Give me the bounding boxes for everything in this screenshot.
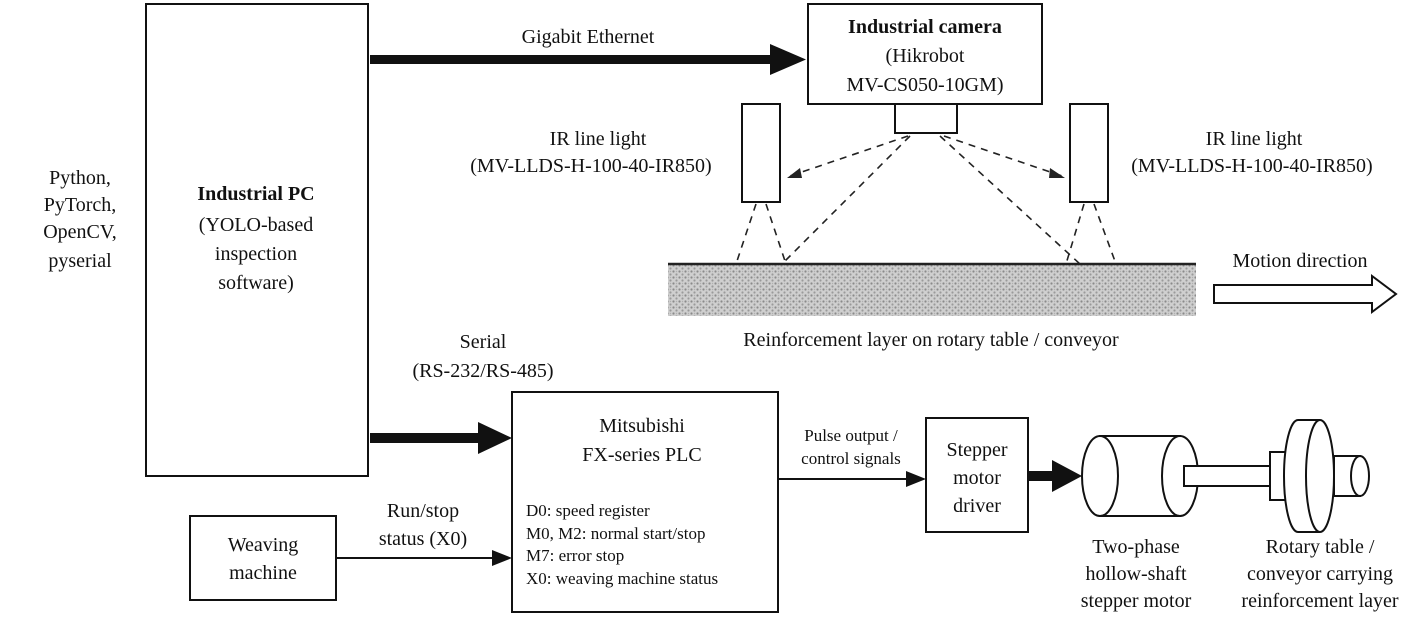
reinforcement-layer (668, 264, 1196, 316)
stack-line: OpenCV, (43, 221, 117, 243)
stack-line: pyserial (48, 250, 112, 272)
plc-register: M0, M2: normal start/stop (526, 524, 705, 543)
weaving-machine-line: Weaving (228, 534, 299, 556)
motor-label-line: stepper motor (1081, 590, 1192, 612)
ir-light-right-title: IR line light (1206, 128, 1303, 150)
run-stop-label-line1: Run/stop (387, 500, 459, 522)
run-stop-label-line2: status (X0) (379, 528, 467, 550)
software-stack-label: Python, PyTorch, OpenCV, pyserial (43, 167, 117, 272)
industrial-pc-line: software) (218, 272, 294, 294)
industrial-pc-title: Industrial PC (197, 183, 314, 205)
camera-lens (894, 103, 958, 134)
motion-direction-arrow (1213, 274, 1398, 314)
stepper-driver-line: driver (953, 495, 1001, 517)
rotary-label-line: Rotary table / (1266, 536, 1375, 558)
light-beams (735, 203, 1117, 265)
stepper-driver-line: motor (953, 467, 1001, 489)
stepper-driver-line: Stepper (946, 439, 1007, 461)
weaving-machine-box (189, 515, 337, 601)
plc-register: D0: speed register (526, 501, 650, 520)
rotary-label-line: conveyor carrying (1247, 563, 1393, 585)
stepper-driver-box (925, 417, 1029, 533)
serial-label-line1: Serial (460, 331, 507, 353)
camera-line: (Hikrobot (886, 45, 965, 67)
plc-register: X0: weaving machine status (526, 569, 718, 588)
serial-label-line2: (RS-232/RS-485) (412, 360, 553, 382)
driver-to-motor-arrow (1028, 460, 1082, 492)
industrial-pc-box (145, 3, 369, 477)
ir-light-right-model: (MV-LLDS-H-100-40-IR850) (1131, 155, 1372, 177)
ir-light-left-body (741, 103, 781, 203)
ir-light-left-model: (MV-LLDS-H-100-40-IR850) (470, 155, 711, 177)
pulse-arrow (778, 471, 926, 487)
ir-light-left-title: IR line light (550, 128, 647, 150)
weaving-machine-line: machine (229, 562, 297, 584)
camera-to-light-rays (787, 135, 1065, 178)
camera-title: Industrial camera (848, 16, 1002, 38)
reinforcement-label: Reinforcement layer on rotary table / co… (743, 329, 1119, 351)
gigabit-ethernet-label: Gigabit Ethernet (522, 26, 655, 48)
camera-line: MV-CS050-10GM) (846, 74, 1003, 96)
plc-register: M7: error stop (526, 546, 624, 565)
camera-field-of-view (781, 135, 1081, 265)
serial-arrow (370, 422, 512, 454)
plc-title-line2: FX-series PLC (582, 444, 701, 466)
stack-line: PyTorch, (44, 194, 116, 216)
industrial-pc-line: (YOLO-based (199, 214, 313, 236)
industrial-camera-box (807, 3, 1043, 105)
plc-title-line1: Mitsubishi (599, 415, 685, 437)
run-stop-arrow (336, 550, 512, 566)
pulse-label-line2: control signals (801, 449, 901, 468)
rotary-label-line: reinforcement layer (1241, 590, 1398, 612)
motion-direction-label: Motion direction (1233, 250, 1368, 272)
gigabit-ethernet-arrow (370, 44, 806, 75)
industrial-pc-line: inspection (215, 243, 297, 265)
ir-light-right-body (1069, 103, 1109, 203)
motor-label-line: hollow-shaft (1085, 563, 1187, 585)
motor-label-line: Two-phase (1092, 536, 1180, 558)
pulse-label-line1: Pulse output / (804, 426, 898, 445)
rotary-table-drawing (1269, 419, 1370, 533)
stack-line: Python, (49, 167, 111, 189)
plc-box (511, 391, 779, 613)
